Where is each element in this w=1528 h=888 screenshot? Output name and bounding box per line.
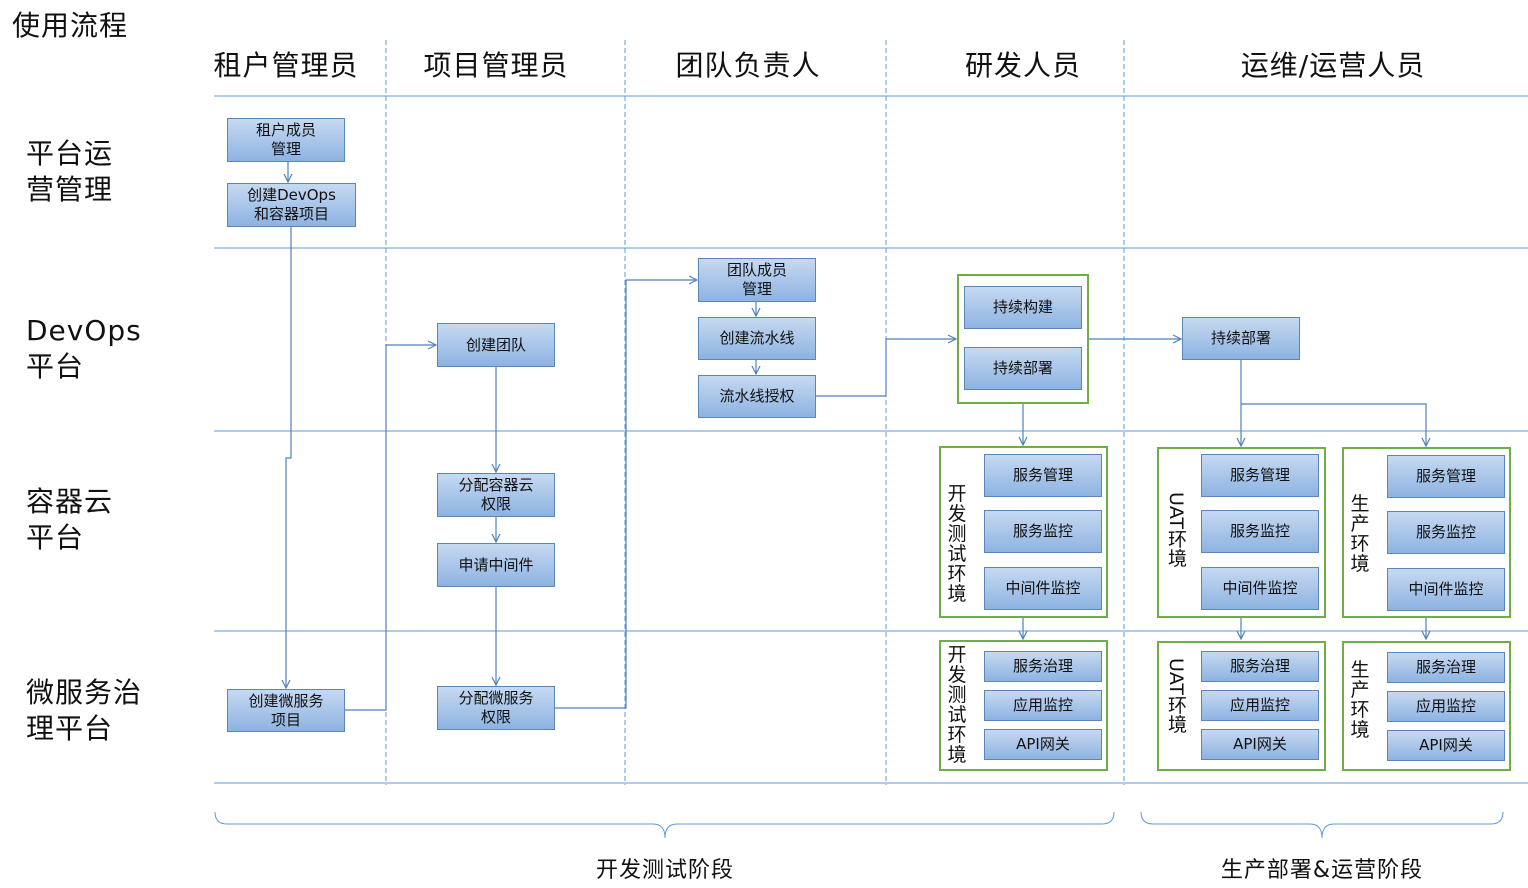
page-title: 使用流程 [12,9,129,42]
prod-middleware-monitoring-box: 中间件监控 [1387,568,1505,611]
continuous-deploy-ops-box: 持续部署 [1182,317,1300,360]
uat-env-micro-label: UAT环境 [1165,658,1187,734]
create-microservice-box: 创建微服务 项目 [227,689,345,732]
dev-env-container-label: 开发测试环境 [947,483,967,605]
dev-middleware-monitoring-box: 中间件监控 [984,567,1102,610]
column-header-ops: 运维/运营人员 [1240,49,1426,82]
uat-env-container-label: UAT环境 [1165,492,1187,568]
dev-service-monitoring-box: 服务监控 [984,510,1102,553]
column-header-tenant-admin: 租户管理员 [213,49,359,82]
phase-label-dev-test: 开发测试阶段 [595,858,734,883]
dev-api-gateway-box: API网关 [984,729,1102,760]
column-header-developer: 研发人员 [964,49,1081,82]
row-separators [214,95,1528,784]
uat-app-monitoring-box: 应用监控 [1201,690,1319,721]
team-member-box: 团队成员 管理 [698,258,816,302]
prod-service-management-box: 服务管理 [1387,455,1505,498]
create-devops-box: 创建DevOps 和容器项目 [227,183,356,227]
row-header-microservice: 微服务治 理平台 [26,676,143,745]
flow-connectors [286,162,1426,711]
tenant-member-box: 租户成员 管理 [227,118,345,162]
create-team-box: 创建团队 [437,323,555,367]
continuous-deploy-dev-box: 持续部署 [964,347,1082,390]
assign-container-box: 分配容器云 权限 [437,473,555,517]
prod-service-governance-box: 服务治理 [1387,652,1505,683]
continuous-build-box: 持续构建 [964,286,1082,329]
create-pipeline-box: 创建流水线 [698,317,816,360]
dev-service-management-box: 服务管理 [984,454,1102,497]
uat-service-governance-box: 服务治理 [1201,651,1319,682]
dev-service-governance-box: 服务治理 [984,651,1102,682]
row-header-devops: DevOps 平台 [26,314,142,383]
uat-api-gateway-box: API网关 [1201,729,1319,760]
prod-api-gateway-box: API网关 [1387,730,1505,761]
column-header-project-admin: 项目管理员 [423,49,569,82]
dev-env-micro-label: 开发测试环境 [947,644,967,766]
phase-label-production: 生产部署&运营阶段 [1220,858,1424,883]
uat-service-management-box: 服务管理 [1201,454,1319,497]
pipeline-auth-box: 流水线授权 [698,375,816,418]
phase-brackets [214,811,1504,839]
column-header-team-lead: 团队负责人 [675,49,821,82]
uat-middleware-monitoring-box: 中间件监控 [1201,567,1319,610]
prod-service-monitoring-box: 服务监控 [1387,511,1505,554]
assign-microservice-box: 分配微服务 权限 [437,686,555,730]
uat-service-monitoring-box: 服务监控 [1201,510,1319,553]
prod-app-monitoring-box: 应用监控 [1387,691,1505,722]
prod-env-micro-label: 生产环境 [1350,659,1370,741]
prod-env-container-label: 生产环境 [1350,493,1370,575]
row-header-platform-ops: 平台运 营管理 [26,137,114,206]
dev-app-monitoring-box: 应用监控 [984,690,1102,721]
request-middleware-box: 申请中间件 [437,543,555,587]
row-header-container-cloud: 容器云 平台 [26,485,114,554]
